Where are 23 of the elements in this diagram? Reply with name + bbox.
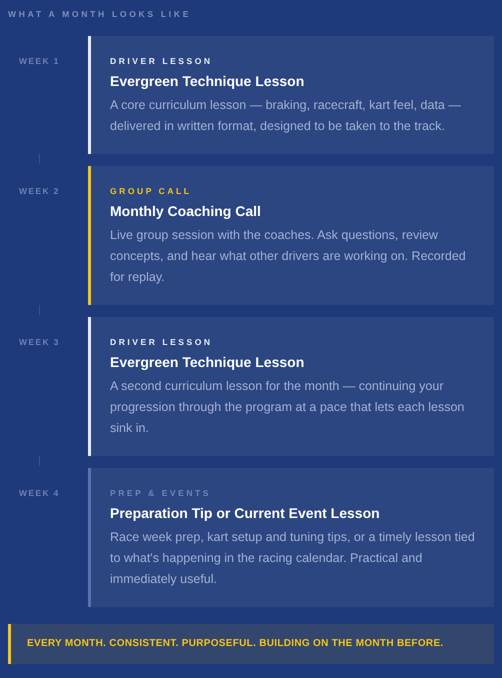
lesson-card <box>88 36 494 154</box>
card-description: A core curriculum lesson — braking, racecraft, kart feel, data — delivered in written format, designed to be taken to the track. <box>110 97 462 135</box>
section-title: WHAT A MONTH LOOKS LIKE <box>8 8 192 20</box>
banner-text: EVERY MONTH. CONSISTENT. PURPOSEFUL. BUILDING ON THE MONTH BEFORE. <box>27 637 444 651</box>
lesson-card <box>88 317 494 456</box>
category-label: GROUP CALL <box>110 185 193 197</box>
summary-banner <box>8 624 494 664</box>
week-label: WEEK 4 <box>19 487 61 499</box>
card-description: Live group session with the coaches. Ask questions, review concepts, and hear what other drivers are working on. Recorded for replay. <box>110 227 467 286</box>
category-label: DRIVER LESSON <box>110 336 214 348</box>
category-label: PREP & EVENTS <box>110 487 212 499</box>
week-label: WEEK 1 <box>19 55 61 67</box>
week-label: WEEK 3 <box>19 336 61 348</box>
card-title: Monthly Coaching Call <box>110 202 262 220</box>
card-title: Evergreen Technique Lesson <box>110 72 306 90</box>
card-title: Preparation Tip or Current Event Lesson <box>110 504 381 522</box>
card-title: Evergreen Technique Lesson <box>110 353 306 371</box>
card-description: A second curriculum lesson for the month — continuing your progression through the program at a pace that lets each lesson sink in. <box>110 378 466 437</box>
week-label: WEEK 2 <box>19 185 61 197</box>
lesson-card <box>88 166 494 305</box>
category-label: DRIVER LESSON <box>110 55 214 67</box>
lesson-card <box>88 468 494 607</box>
card-description: Race week prep, kart setup and tuning tips, or a timely lesson tied to what's happening in the racing calendar. Practical and immediately useful. <box>110 529 476 588</box>
